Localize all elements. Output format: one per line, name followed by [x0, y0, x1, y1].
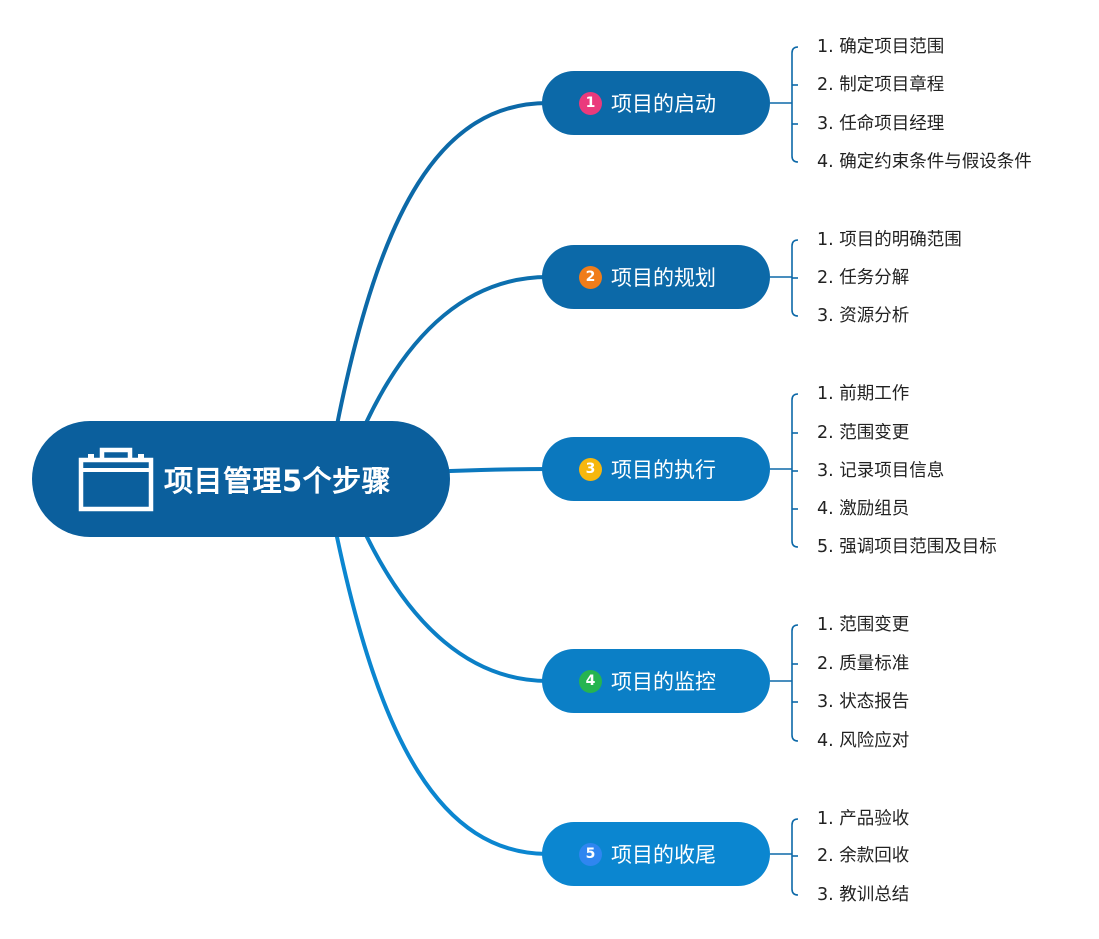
leaf-item[interactable]: 3. 记录项目信息	[817, 461, 945, 481]
leaf-item[interactable]: 1. 项目的明确范围	[817, 230, 962, 250]
leaf-item[interactable]: 1. 确定项目范围	[817, 37, 945, 57]
leaf-item[interactable]: 5. 强调项目范围及目标	[817, 537, 997, 557]
leaf-item[interactable]: 4. 确定约束条件与假设条件	[817, 152, 1032, 172]
branch-connector	[335, 535, 550, 856]
branch-label: 项目的监控	[611, 670, 716, 694]
leaf-item[interactable]: 1. 前期工作	[817, 384, 910, 404]
leaf-item[interactable]: 3. 资源分析	[817, 306, 910, 326]
leaf-item[interactable]: 2. 制定项目章程	[817, 75, 945, 95]
leaf-item[interactable]: 2. 质量标准	[817, 654, 910, 674]
branch-node-monitoring[interactable]: 4 项目的监控	[542, 649, 770, 713]
bracket-line	[791, 818, 799, 896]
branch-node-startup[interactable]: 1 项目的启动	[542, 71, 770, 135]
branch-label: 项目的规划	[611, 266, 716, 290]
number-1-icon: 1	[579, 91, 602, 115]
leaf-item[interactable]: 3. 状态报告	[817, 692, 910, 712]
branch-node-execution[interactable]: 3 项目的执行	[542, 437, 770, 501]
branch-label: 项目的启动	[611, 92, 716, 116]
leaf-item[interactable]: 4. 激励组员	[817, 499, 910, 519]
number-3-icon: 3	[579, 457, 602, 481]
leaf-item[interactable]: 1. 范围变更	[817, 615, 910, 635]
leaf-item[interactable]: 2. 余款回收	[817, 846, 910, 866]
leaf-item[interactable]: 2. 范围变更	[817, 423, 910, 443]
branch-node-closing[interactable]: 5 项目的收尾	[542, 822, 770, 886]
leaf-item[interactable]: 2. 任务分解	[817, 268, 910, 288]
leaf-item[interactable]: 4. 风险应对	[817, 731, 910, 751]
branch-connector	[364, 533, 550, 683]
bracket-line	[791, 46, 799, 163]
number-4-icon: 4	[579, 669, 602, 693]
number-5-icon: 5	[579, 842, 602, 866]
branch-connector	[335, 101, 550, 427]
branch-node-planning[interactable]: 2 项目的规划	[542, 245, 770, 309]
branch-label: 项目的执行	[611, 458, 716, 482]
branch-label: 项目的收尾	[611, 843, 716, 867]
leaf-item[interactable]: 1. 产品验收	[817, 809, 910, 829]
branch-connector	[364, 275, 550, 425]
leaf-item[interactable]: 3. 教训总结	[817, 885, 910, 905]
leaf-item[interactable]: 3. 任命项目经理	[817, 114, 945, 134]
number-2-icon: 2	[579, 265, 602, 289]
root-node[interactable]: 项目管理5个步骤	[32, 421, 450, 537]
briefcase-icon	[78, 447, 154, 512]
branch-connector	[448, 467, 550, 473]
root-title: 项目管理5个步骤	[164, 464, 392, 498]
bracket-line	[791, 624, 799, 742]
